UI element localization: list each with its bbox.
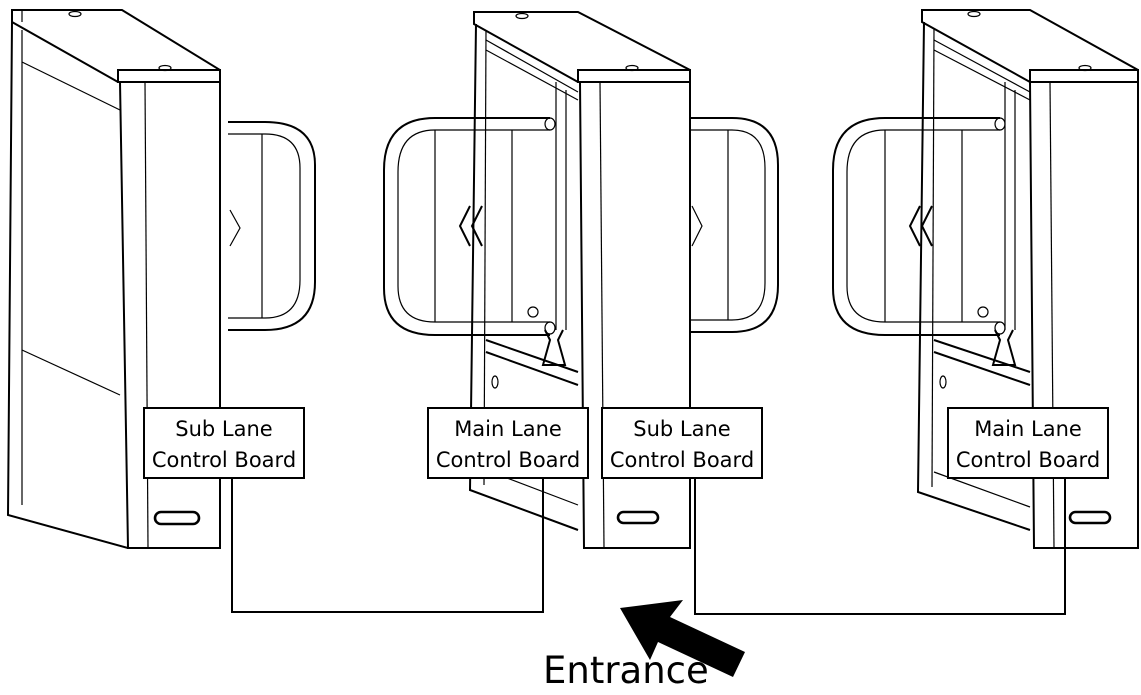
svg-text:Main Lane: Main Lane — [974, 417, 1082, 441]
main-lane-control-board-2: Main Lane Control Board — [947, 407, 1109, 479]
pedestal-1 — [6, 9, 221, 549]
svg-text:Control Board: Control Board — [610, 448, 754, 472]
flap-4 — [832, 117, 1006, 336]
sub-lane-control-board-1: Sub Lane Control Board — [143, 407, 305, 479]
flap-2 — [383, 117, 556, 336]
double-chevron-left-icon — [908, 205, 933, 247]
main-lane-control-board-1: Main Lane Control Board — [427, 407, 589, 479]
svg-text:Sub Lane: Sub Lane — [175, 417, 272, 441]
pedestal-3 — [916, 9, 1139, 549]
svg-text:Control Board: Control Board — [152, 448, 296, 472]
entrance-arrow-icon — [620, 600, 745, 677]
double-chevron-left-icon — [458, 205, 483, 247]
chevron-right-icon — [691, 205, 703, 247]
flap-3 — [690, 117, 779, 333]
wire-1 — [231, 478, 544, 613]
svg-text:Control Board: Control Board — [956, 448, 1100, 472]
entrance-label: Entrance — [543, 649, 709, 691]
sub-lane-control-board-2: Sub Lane Control Board — [601, 407, 763, 479]
pedestal-2 — [468, 11, 691, 549]
svg-text:Control Board: Control Board — [436, 448, 580, 472]
svg-text:Sub Lane: Sub Lane — [633, 417, 730, 441]
svg-text:Main Lane: Main Lane — [454, 417, 562, 441]
chevron-right-icon — [229, 209, 241, 247]
wire-2 — [694, 478, 1066, 615]
flap-1 — [228, 121, 316, 331]
